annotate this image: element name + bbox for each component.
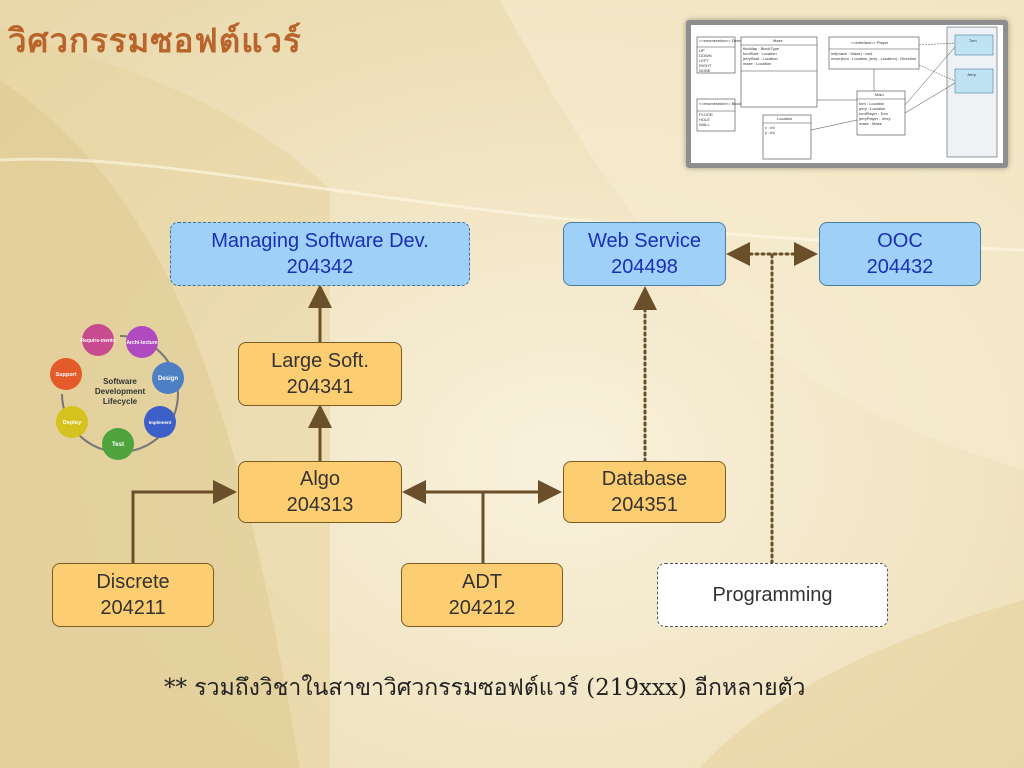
sdlc-phase-design	[152, 362, 184, 394]
node-large-soft: Large Soft. 204341	[238, 342, 402, 406]
node-course-code: 204342	[286, 256, 354, 278]
slide-title: วิศวกรรมซอฟต์แวร์	[8, 21, 302, 60]
node-title: Web Service	[587, 230, 701, 252]
sdlc-phase-deploy	[56, 406, 88, 438]
node-database: Database 204351	[563, 461, 726, 523]
node-course-code: 204211	[100, 597, 166, 619]
uml-class-tom-name: Tom	[969, 38, 977, 43]
node-title: Managing Software Dev.	[211, 230, 429, 252]
uml-class-maze-item: maze : Location	[743, 61, 771, 66]
uml-class-direction-item: NONE	[699, 68, 711, 73]
uml-class-player-item: init(maze : Maze) : void	[831, 51, 872, 56]
node-title: Programming	[712, 584, 833, 606]
node-title: Database	[601, 468, 688, 490]
uml-class-player-name: <<interface>> Player	[851, 40, 889, 45]
uml-class-main-item: jerryPlayer : Jerry	[858, 116, 890, 121]
node-programming: Programming	[657, 563, 888, 627]
sdlc-phase-label: Implement	[149, 420, 172, 425]
uml-class-location-item: x : int	[765, 125, 775, 130]
uml-class-maze-item: flooMap : BlockType	[743, 46, 780, 51]
edge-discrete-algo	[131, 480, 237, 563]
sdlc-phase-label: Require-ments	[80, 338, 115, 344]
footnote: ** รวมถึงวิชาในสาขาวิศวกรรมซอฟต์แวร์ (21…	[164, 675, 806, 701]
node-managing-software-dev: Managing Software Dev. 204342	[170, 222, 470, 286]
uml-class-blocktype-item: FLOOR	[699, 112, 713, 117]
uml-class-maze-item: jerryStart : Location	[742, 56, 778, 61]
node-algo: Algo 204313	[238, 461, 402, 523]
uml-class-main-name: Main	[875, 92, 884, 97]
node-course-code: 204212	[448, 597, 516, 619]
node-ooc: OOC 204432	[819, 222, 981, 286]
sdlc-wheel-image: Software Development Lifecycle Require-m…	[50, 324, 184, 460]
sdlc-phase-implement	[144, 406, 176, 438]
sdlc-center-label: Lifecycle	[103, 397, 138, 406]
uml-class-location-item: y : int	[765, 130, 775, 135]
uml-class-main-item: tom : Location	[859, 101, 884, 106]
uml-class-diagram-image: <<enumeration>> Direction UP DOWN LEFT R…	[686, 20, 1008, 168]
node-course-code: 204498	[611, 256, 678, 278]
node-course-code: 204432	[866, 256, 934, 278]
sdlc-phase-support	[50, 358, 82, 390]
uml-class-blocktype-item: HOLE	[699, 117, 710, 122]
node-title: Algo	[299, 468, 341, 490]
uml-class-direction-name: <<enumeration>> Direction	[699, 38, 747, 43]
node-discrete: Discrete 204211	[52, 563, 214, 627]
sdlc-phase-label: Design	[158, 376, 178, 382]
sdlc-phase-architecture	[126, 326, 158, 358]
sdlc-phase-test	[102, 428, 134, 460]
uml-class-maze-name: Maze	[773, 38, 784, 43]
node-title: Discrete	[96, 571, 170, 593]
node-adt: ADT 204212	[401, 563, 563, 627]
sdlc-phase-label: Support	[55, 372, 76, 378]
node-course-code: 204313	[286, 494, 354, 516]
node-course-code: 204341	[286, 376, 354, 398]
uml-class-jerry-name: Jerry	[967, 72, 976, 77]
sdlc-phase-requirements	[82, 324, 114, 356]
sdlc-center-label: Software	[103, 377, 137, 386]
uml-diagram-drawing: <<enumeration>> Direction UP DOWN LEFT R…	[696, 26, 998, 160]
uml-class-main-item: tomPlayer : Tom	[859, 111, 888, 116]
uml-class-main-item: jerry : Location	[858, 106, 885, 111]
uml-class-location-name: Location	[777, 116, 792, 121]
sdlc-phase-label: Test	[112, 442, 124, 448]
uml-class-direction-item: UP	[699, 48, 705, 53]
uml-class-maze-item: tomStart : Location	[743, 51, 777, 56]
sdlc-center-label: Development	[95, 387, 146, 396]
node-title: OOC	[877, 230, 923, 252]
node-title: ADT	[462, 571, 502, 593]
node-web-service: Web Service 204498	[563, 222, 726, 286]
uml-class-direction-item: DOWN	[699, 53, 712, 58]
uml-class-direction-item: RIGHT	[699, 63, 712, 68]
uml-class-main-item: maze : Maze	[859, 121, 883, 126]
uml-class-blocktype-item: WALL	[699, 122, 711, 127]
uml-class-direction-item: LEFT	[699, 58, 709, 63]
sdlc-phase-label: Deploy	[63, 420, 82, 426]
sdlc-phase-label: Archi-tecture	[126, 340, 157, 346]
node-title: Large Soft.	[271, 350, 369, 372]
uml-class-blocktype-name: <<enumeration>> BlockType	[699, 101, 751, 106]
uml-class-player-item: move(tom : Location, jerry : Location) :…	[831, 56, 916, 61]
node-course-code: 204351	[611, 494, 678, 516]
